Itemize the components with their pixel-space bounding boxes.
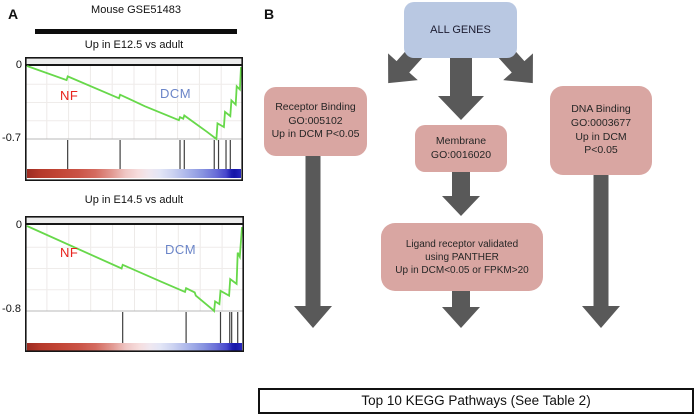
node-receptor-binding: Receptor Binding GO:005102 Up in DCM P<0…	[264, 87, 367, 156]
node-line: using PANTHER	[425, 251, 499, 263]
node-membrane: Membrane GO:0016020	[415, 125, 507, 172]
plot2-nf-label: NF	[60, 245, 79, 260]
panel-a-label: A	[8, 6, 19, 22]
gsea-plot-e12-5	[25, 57, 243, 181]
arrow-membrane-to-ligand-icon	[442, 172, 480, 216]
node-dna-binding: DNA Binding GO:0003677 Up in DCM P<0.05	[550, 86, 652, 175]
node-line: Up in DCM P<0.05	[271, 128, 360, 141]
plot1-dcm-label: DCM	[160, 86, 192, 101]
arrow-receptor-to-kegg-icon	[294, 156, 332, 328]
node-line: Up in DCM	[575, 130, 627, 143]
title-underline-bar	[35, 29, 237, 34]
node-ligand-receptor: Ligand receptor validated using PANTHER …	[381, 223, 543, 291]
plot1-subtitle: Up in E12.5 vs adult	[84, 39, 184, 51]
node-line: Membrane	[435, 134, 487, 147]
node-all-genes: ALL GENES	[404, 2, 517, 58]
plot1-y-zero-label: 0	[15, 59, 22, 71]
node-line: GO:0016020	[430, 148, 492, 161]
arrow-dna-to-kegg-icon	[582, 175, 620, 328]
plot2-y-min-label: -0.8	[2, 303, 21, 315]
arrow-ligand-to-kegg-icon	[442, 291, 480, 328]
plot2-dcm-label: DCM	[165, 242, 197, 257]
node-line: DNA Binding	[571, 103, 631, 116]
kegg-pathways-banner: Top 10 KEGG Pathways (See Table 2)	[258, 388, 694, 414]
arrow-allgenes-to-membrane-icon	[438, 57, 484, 120]
node-line: Ligand receptor validated	[405, 238, 519, 250]
node-all-genes-label: ALL GENES	[430, 23, 491, 36]
gsea-plot-e14-5	[25, 216, 244, 352]
node-line: GO:005102	[288, 114, 343, 127]
node-line: P<0.05	[584, 144, 618, 157]
node-line: GO:0003677	[570, 116, 632, 129]
node-line: Receptor Binding	[275, 101, 356, 114]
plot1-y-min-label: -0.7	[2, 132, 21, 144]
node-line: Up in DCM<0.05 or FPKM>20	[395, 264, 529, 276]
plot1-nf-label: NF	[60, 88, 79, 103]
kegg-pathways-text: Top 10 KEGG Pathways (See Table 2)	[361, 393, 591, 408]
panel-b-label: B	[264, 6, 275, 22]
dataset-title: Mouse GSE51483	[91, 4, 181, 16]
plot2-y-zero-label: 0	[15, 219, 22, 231]
plot2-subtitle: Up in E14.5 vs adult	[84, 194, 184, 206]
